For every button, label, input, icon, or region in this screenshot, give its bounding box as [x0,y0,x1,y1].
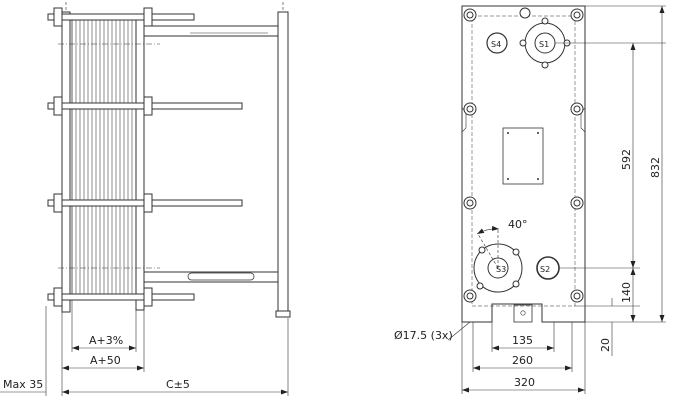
dim-260: 260 [512,354,533,367]
dim-832: 832 [649,157,662,178]
pressure-plate [61,11,71,313]
nameplate [502,127,544,185]
dim-140: 140 [620,282,633,303]
tie-bolt-lower [47,193,243,213]
hole-note: Ø17.5 (3x) [394,329,453,342]
tie-bolt-top [47,7,195,27]
angle-indicator [476,225,500,269]
front-view [447,5,666,394]
port-s1 [519,17,571,69]
dim-a3: A+3% [89,334,123,347]
dim-max: Max 35 [3,378,43,391]
port-label-s3: S3 [496,265,506,274]
side-view [0,2,291,396]
port-label-s4: S4 [491,40,501,49]
dim-592: 592 [620,149,633,170]
bolt-holes [463,8,584,303]
upper-carrying-bar [143,25,279,37]
dim-20: 20 [599,338,612,352]
port-label-s1: S1 [539,40,549,49]
tie-bolt-bottom [47,287,195,307]
dim-c: C±5 [166,378,190,391]
frame-plate [277,11,289,313]
angle-label: 40° [508,218,528,231]
dim-135: 135 [512,334,533,347]
port-label-s2: S2 [540,265,550,274]
port-s4 [486,32,508,54]
dim-a50: A+50 [90,354,121,367]
tie-bolt-upper [47,96,243,116]
dim-320: 320 [514,376,535,389]
